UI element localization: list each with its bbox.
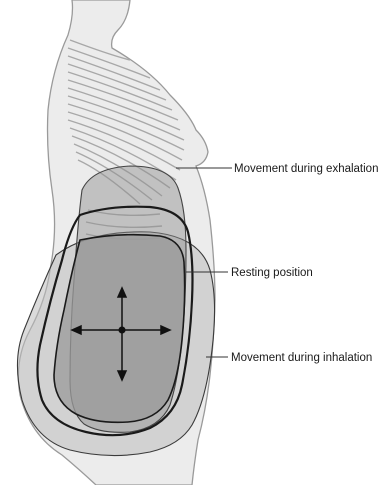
- label-inhalation: Movement during inhalation: [231, 352, 372, 364]
- label-exhalation: Movement during exhalation: [234, 163, 378, 175]
- label-resting: Resting position: [231, 267, 313, 279]
